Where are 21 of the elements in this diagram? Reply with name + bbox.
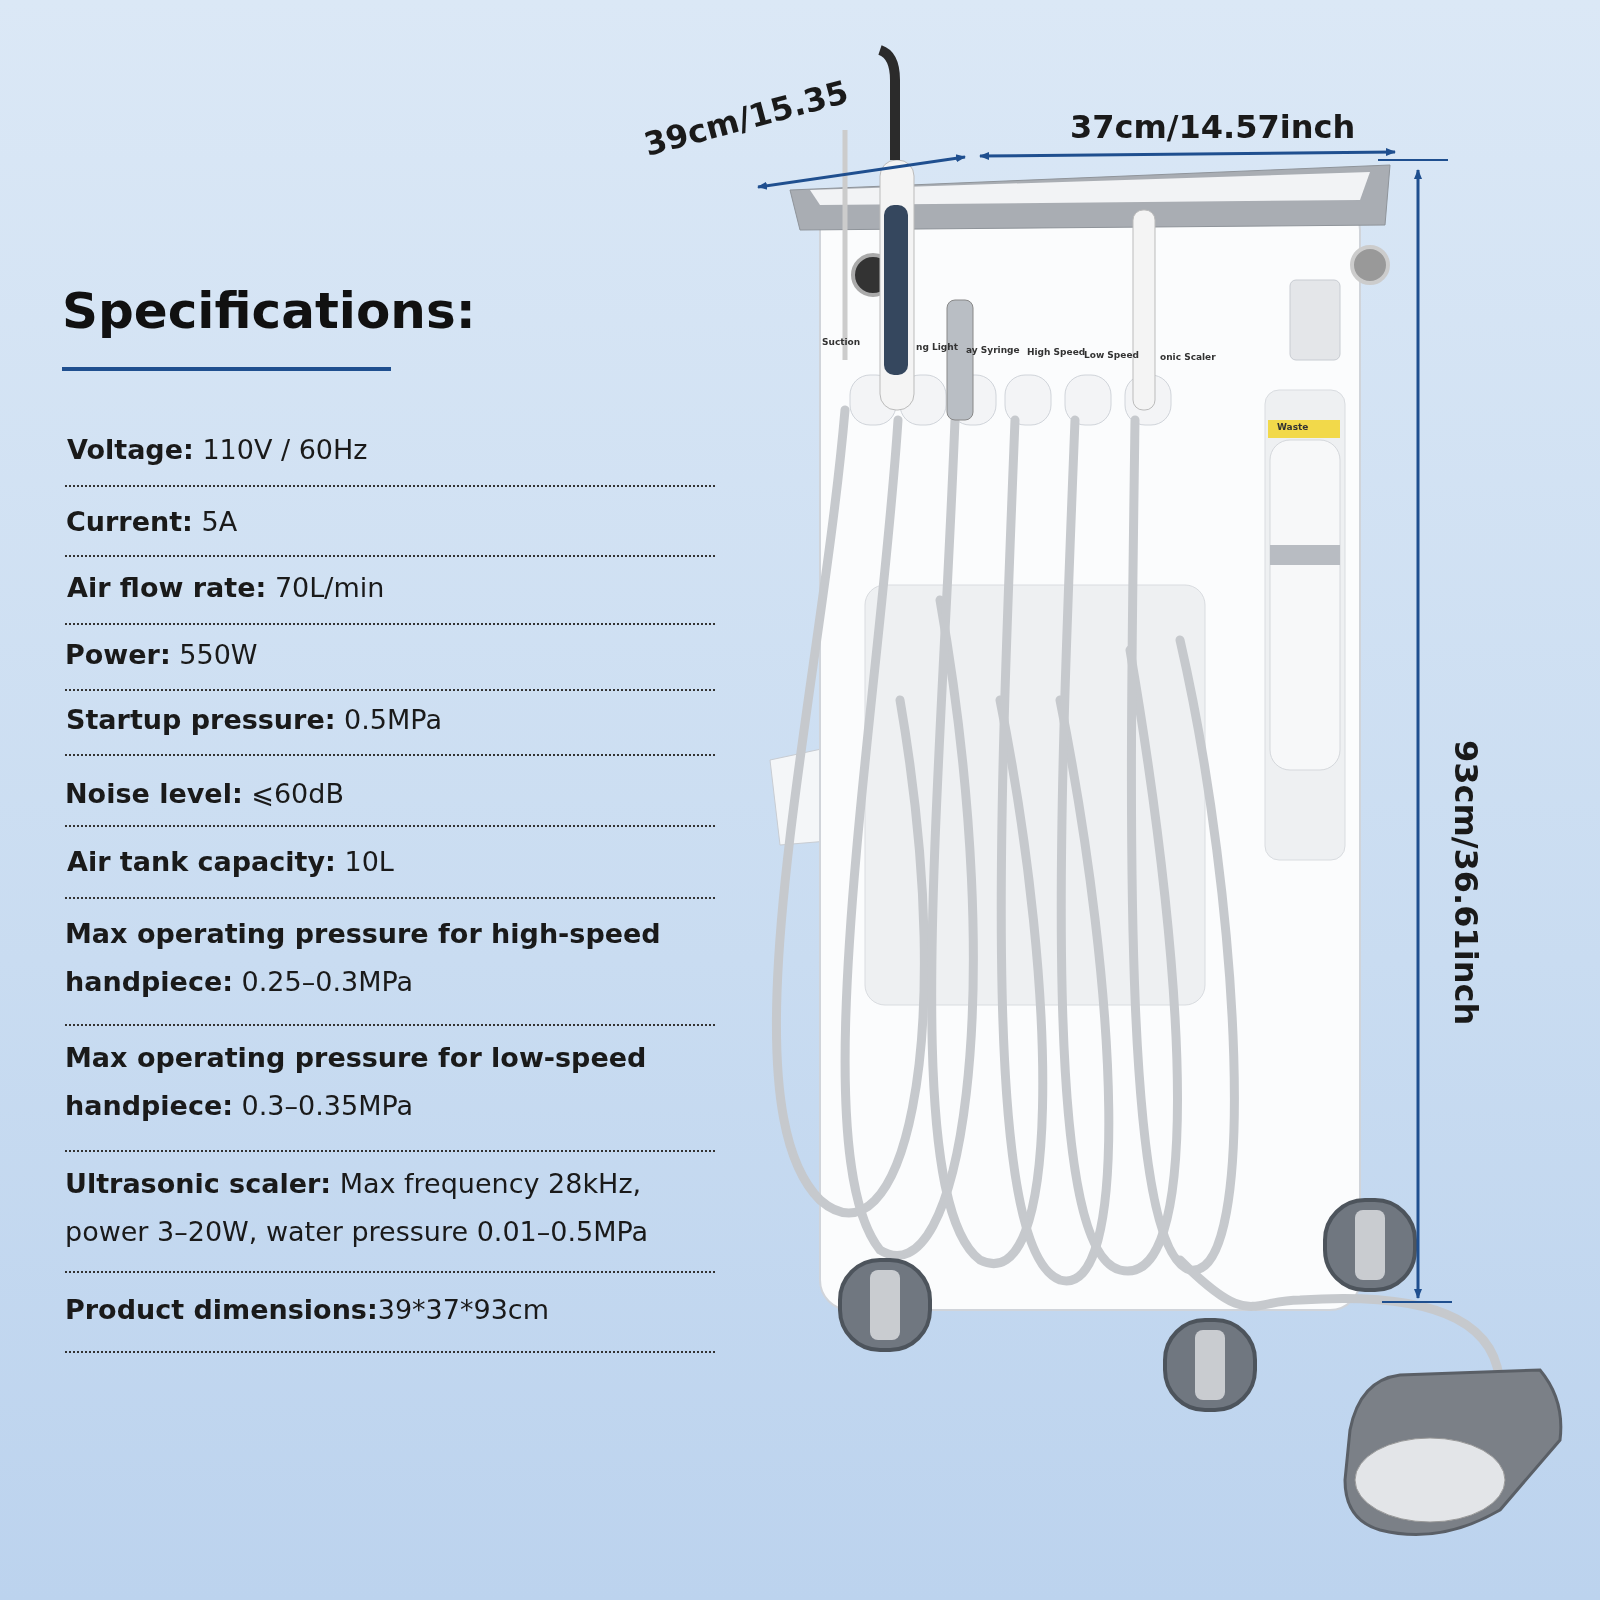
panel-label: onic Scaler xyxy=(1160,352,1216,362)
spec-text: Max operating pressure for high-speed handpiece: 0.25–0.3MPa xyxy=(65,917,662,999)
panel-label: High Speed xyxy=(1027,347,1086,357)
panel-label: Waste xyxy=(1277,422,1309,432)
spec-text: Voltage: 110V / 60Hz xyxy=(67,433,369,467)
panel-label: Suction xyxy=(822,337,861,347)
dimension-label: 37cm/14.57inch xyxy=(1070,108,1356,146)
panel-label: Low Speed xyxy=(1084,350,1139,360)
spec-text: Air tank capacity: 10L xyxy=(67,845,395,879)
spec-text: Current: 5A xyxy=(66,505,239,539)
spec-text: Noise level: ⩽60dB xyxy=(65,777,345,811)
spec-text: Product dimensions:39*37*93cm xyxy=(65,1293,550,1327)
spec-text: Power: 550W xyxy=(65,638,259,672)
panel-label: ng Light xyxy=(916,342,958,352)
spec-text: Ultrasonic scaler: Max frequency 28kHz, power 3–20W, water pressure 0.01–0.5MPa xyxy=(65,1167,650,1249)
spec-text: Startup pressure: 0.5MPa xyxy=(66,703,443,737)
spec-text: Max operating pressure for low-speed handpiece: 0.3–0.35MPa xyxy=(65,1041,648,1123)
title: Specifications: xyxy=(62,282,476,340)
panel-label: ay Syringe xyxy=(966,345,1020,355)
dimension-label: 93cm/36.61inch xyxy=(1447,740,1485,1026)
spec-text: Air flow rate: 70L/min xyxy=(67,571,386,605)
